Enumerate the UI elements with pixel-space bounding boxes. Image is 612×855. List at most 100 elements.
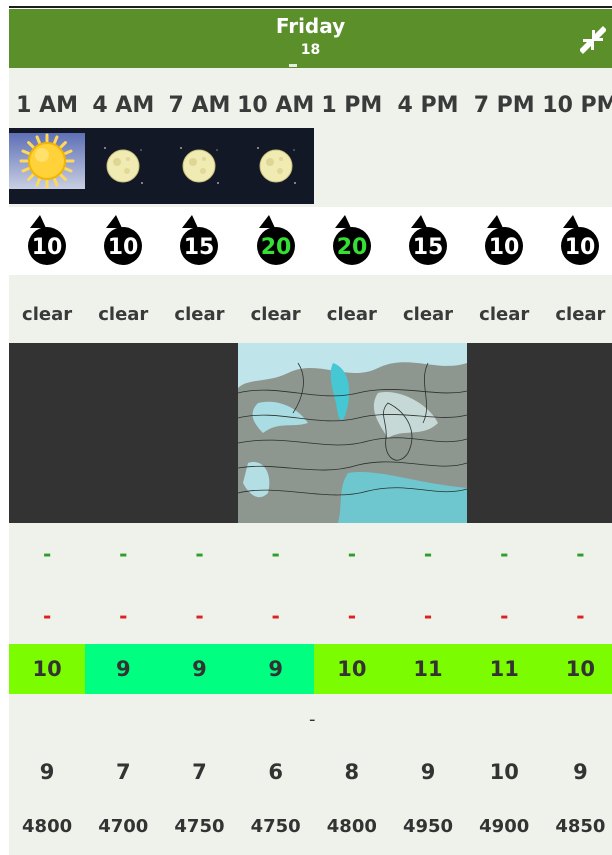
temperature-value: 10 xyxy=(9,644,86,694)
day-header: Friday 18 xyxy=(9,9,612,68)
moon-icon xyxy=(180,147,220,184)
sky-cell xyxy=(237,128,314,204)
temperature-value: 9 xyxy=(161,644,238,694)
altitude-value: 4800 xyxy=(22,815,73,837)
feels-like-value: 7 xyxy=(192,760,207,784)
altitude-value: 4950 xyxy=(402,815,454,837)
wind-direction-icon: 15 xyxy=(180,215,219,265)
hour-label: 10 PM xyxy=(542,92,612,118)
wind-cell: 10 xyxy=(466,207,542,275)
condition-label: clear xyxy=(250,303,301,325)
wind-speed: 10 xyxy=(32,235,63,260)
weather-map-image[interactable] xyxy=(238,343,467,523)
day-date: 18 xyxy=(300,42,321,58)
wind-speed: 15 xyxy=(413,235,444,260)
temperature-value: 9 xyxy=(85,644,162,694)
sky-cell xyxy=(85,128,162,204)
temperature-value: 11 xyxy=(389,644,467,694)
wind-cell: 10 xyxy=(85,207,161,275)
condition-label: clear xyxy=(479,303,530,325)
feels-like-value: 8 xyxy=(344,760,360,784)
empty-value: - xyxy=(309,709,316,730)
condition-label: clear xyxy=(555,303,606,325)
altitude-value: 4750 xyxy=(250,815,301,837)
hour-label: 7 AM xyxy=(168,92,231,118)
wind-cell: 10 xyxy=(542,207,612,275)
altitude-value: 4750 xyxy=(174,815,225,837)
wind-direction-icon: 10 xyxy=(28,215,67,265)
wind-direction-icon: 20 xyxy=(332,215,371,265)
precip-value: - xyxy=(271,542,280,566)
wind-cell: 15 xyxy=(161,207,237,275)
sky-cell xyxy=(9,133,86,189)
snow-value: - xyxy=(423,604,433,628)
condition-row: clear clear clear clear clear clear clea… xyxy=(9,292,612,336)
sky-cell xyxy=(161,128,238,204)
altitude-value: 4700 xyxy=(98,815,149,837)
feels-like-row: 9 7 7 6 8 9 10 9 xyxy=(9,754,612,790)
feels-like-value: 10 xyxy=(489,760,519,784)
feels-like-value: 9 xyxy=(39,760,55,784)
feels-like-value: 7 xyxy=(115,760,131,784)
wind-speed: 20 xyxy=(260,235,291,260)
precip-value: - xyxy=(423,542,433,566)
snow-value: - xyxy=(347,604,356,628)
moon-icon xyxy=(256,147,296,184)
condition-label: clear xyxy=(402,303,454,325)
wind-speed: 10 xyxy=(108,235,139,260)
temperature-value: 10 xyxy=(542,644,612,694)
snow-value: - xyxy=(42,604,52,628)
hour-label: 10 AM xyxy=(237,92,315,118)
snow-value: - xyxy=(119,604,128,628)
temperature-value: 9 xyxy=(237,644,314,694)
hour-label: 4 AM xyxy=(92,92,155,118)
condition-label: clear xyxy=(98,303,149,325)
forecast-panel: Friday 18 1 AM 4 AM 7 AM 10 AM 1 PM 4 PM… xyxy=(9,9,612,855)
sun-icon xyxy=(19,133,75,189)
wind-direction-icon: 15 xyxy=(409,215,448,265)
condition-label: clear xyxy=(22,303,73,325)
wind-speed: 20 xyxy=(337,235,368,260)
precip-value: - xyxy=(500,542,509,566)
wind-row: 10 10 15 20 20 15 10 10 xyxy=(9,207,612,275)
feels-like-value: 9 xyxy=(573,760,588,784)
hour-label: 7 PM xyxy=(473,92,535,118)
wind-direction-icon: 10 xyxy=(485,215,524,265)
altitude-value: 4900 xyxy=(479,815,530,837)
hour-row: 1 AM 4 AM 7 AM 10 AM 1 PM 4 PM 7 PM 10 P… xyxy=(9,77,612,133)
feels-like-value: 6 xyxy=(268,760,283,784)
wind-speed: 15 xyxy=(184,235,215,260)
temperature-value: 11 xyxy=(466,644,543,694)
altitude-value: 4850 xyxy=(555,815,606,837)
temperature-value: 10 xyxy=(313,644,390,694)
precip-value: - xyxy=(195,542,204,566)
precip-value: - xyxy=(347,542,356,566)
snow-value: - xyxy=(271,604,280,628)
precip-value: - xyxy=(576,542,585,566)
wind-direction-icon: 10 xyxy=(561,215,600,265)
wind-direction-icon: 10 xyxy=(104,215,143,265)
snow-value: - xyxy=(576,604,585,628)
collapse-icon[interactable] xyxy=(578,25,608,55)
hour-label: 1 PM xyxy=(321,92,383,118)
wind-cell: 20 xyxy=(314,207,390,275)
top-border xyxy=(9,6,612,8)
precip-value: - xyxy=(119,542,128,566)
wind-speed: 10 xyxy=(565,235,596,260)
day-name: Friday xyxy=(275,14,346,38)
wind-cell: 10 xyxy=(9,207,85,275)
feels-like-value: 9 xyxy=(420,760,436,784)
hour-label: 4 PM xyxy=(397,92,459,118)
precip-value: - xyxy=(42,542,52,566)
altitude-row: 4800 4700 4750 4750 4800 4950 4900 4850 xyxy=(9,809,612,843)
date-marker xyxy=(289,64,297,67)
precip-row: - - - - - - - - xyxy=(9,539,612,569)
condition-label: clear xyxy=(174,303,225,325)
wind-cell: 15 xyxy=(390,207,466,275)
wind-cell: 20 xyxy=(238,207,314,275)
moon-icon xyxy=(104,147,144,184)
wind-direction-icon: 20 xyxy=(256,215,295,265)
sky-row xyxy=(9,128,612,204)
snow-row: - - - - - - - - xyxy=(9,601,612,631)
